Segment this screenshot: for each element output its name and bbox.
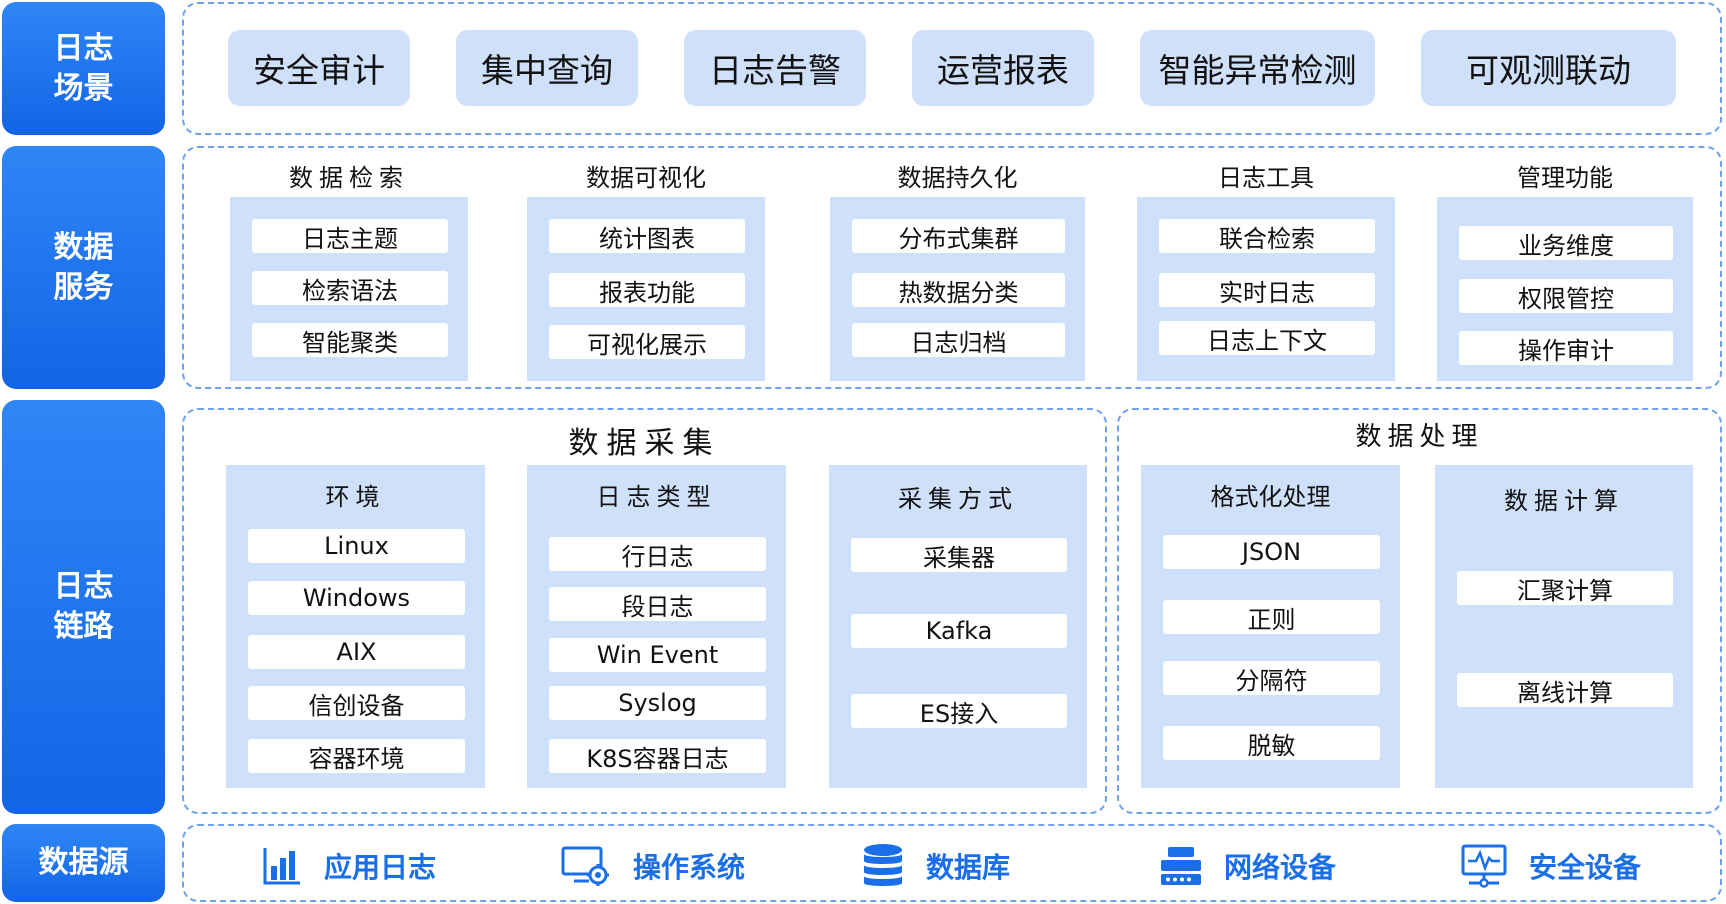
process-panel-format: 格式化处理 JSON 正则 分隔符 脱敏 bbox=[1141, 465, 1400, 788]
process-frame bbox=[1117, 408, 1722, 814]
service-item: 统计图表 bbox=[549, 219, 745, 253]
server-rack-icon bbox=[1161, 847, 1201, 885]
service-title-tools: 日志工具 bbox=[1218, 164, 1314, 192]
collect-item: K8S容器日志 bbox=[549, 739, 766, 773]
monitor-pulse-icon bbox=[1461, 844, 1507, 888]
process-item: 脱敏 bbox=[1163, 726, 1380, 760]
row-label-service: 数据服务 bbox=[2, 146, 165, 389]
service-item: 热数据分类 bbox=[852, 273, 1065, 307]
scene-anomaly-detect: 智能异常检测 bbox=[1140, 30, 1375, 106]
collect-item: Syslog bbox=[549, 686, 766, 720]
scene-security-audit: 安全审计 bbox=[228, 30, 410, 106]
source-app-log: 应用日志 bbox=[262, 836, 436, 896]
service-title-search: 数据检索 bbox=[289, 164, 409, 192]
service-panel-tools: 联合检索 实时日志 日志上下文 bbox=[1137, 197, 1395, 381]
source-security: 安全设备 bbox=[1461, 836, 1641, 896]
scene-log-alert: 日志告警 bbox=[684, 30, 866, 106]
process-group-title: 数据计算 bbox=[1504, 487, 1624, 515]
source-label: 操作系统 bbox=[633, 851, 746, 884]
database-icon bbox=[864, 844, 902, 886]
scene-frame bbox=[182, 2, 1722, 135]
service-item: 报表功能 bbox=[549, 273, 745, 307]
collect-group-title: 日志类型 bbox=[596, 483, 717, 511]
source-frame bbox=[182, 824, 1722, 902]
source-label: 数据库 bbox=[926, 851, 1011, 884]
scene-ops-report: 运营报表 bbox=[912, 30, 1094, 106]
service-item: 实时日志 bbox=[1159, 273, 1375, 307]
service-item: 业务维度 bbox=[1459, 226, 1673, 260]
process-item: 正则 bbox=[1163, 600, 1380, 634]
service-item: 日志上下文 bbox=[1159, 321, 1375, 355]
source-label: 应用日志 bbox=[324, 851, 437, 884]
collect-panel-type: 日志类型 行日志 段日志 Win Event Syslog K8S容器日志 bbox=[527, 465, 786, 788]
collect-panel-method: 采集方式 采集器 Kafka ES接入 bbox=[829, 465, 1087, 788]
process-item: 分隔符 bbox=[1163, 661, 1380, 695]
collect-panel-env: 环境 Linux Windows AIX 信创设备 容器环境 bbox=[226, 465, 485, 788]
service-title-manage: 管理功能 bbox=[1517, 164, 1613, 192]
collect-item: ES接入 bbox=[851, 694, 1067, 728]
service-item: 联合检索 bbox=[1159, 219, 1375, 253]
collect-group-title: 采集方式 bbox=[898, 485, 1018, 513]
collect-item: 容器环境 bbox=[248, 739, 465, 773]
service-panel-persist: 分布式集群 热数据分类 日志归档 bbox=[830, 197, 1085, 381]
source-network: 网络设备 bbox=[1160, 836, 1336, 896]
row-label-service-text: 数据服务 bbox=[53, 229, 114, 305]
row-label-scene: 日志场景 bbox=[2, 2, 165, 135]
source-label: 网络设备 bbox=[1224, 851, 1337, 884]
service-item: 日志归档 bbox=[852, 323, 1065, 357]
service-item: 分布式集群 bbox=[852, 219, 1065, 253]
process-item: 汇聚计算 bbox=[1457, 571, 1673, 605]
process-group-title: 格式化处理 bbox=[1210, 483, 1331, 511]
service-item: 智能聚类 bbox=[252, 323, 448, 357]
process-item: JSON bbox=[1163, 535, 1380, 569]
service-item: 操作审计 bbox=[1459, 331, 1673, 365]
scene-observability: 可观测联动 bbox=[1421, 30, 1676, 106]
service-panel-visual: 统计图表 报表功能 可视化展示 bbox=[527, 197, 765, 381]
collect-item: 信创设备 bbox=[248, 686, 465, 720]
collect-group-title: 环境 bbox=[325, 483, 386, 511]
collect-frame bbox=[182, 408, 1107, 814]
source-os: 操作系统 bbox=[561, 836, 745, 896]
process-panel-compute: 数据计算 汇聚计算 离线计算 bbox=[1435, 465, 1693, 788]
collect-item: Linux bbox=[248, 529, 465, 563]
collect-item: Kafka bbox=[851, 614, 1067, 648]
service-item: 权限管控 bbox=[1459, 279, 1673, 313]
service-item: 检索语法 bbox=[252, 271, 448, 305]
row-label-link-text: 日志链路 bbox=[53, 569, 114, 644]
collect-item: 采集器 bbox=[851, 538, 1067, 572]
scene-central-query: 集中查询 bbox=[456, 30, 638, 106]
row-label-link: 日志链路 bbox=[2, 400, 165, 814]
source-db: 数据库 bbox=[862, 836, 1010, 896]
collect-item: 段日志 bbox=[549, 587, 766, 621]
collect-item: 行日志 bbox=[549, 537, 766, 571]
collect-item: AIX bbox=[248, 635, 465, 669]
process-title: 数据处理 bbox=[1355, 422, 1484, 452]
source-label: 安全设备 bbox=[1529, 851, 1642, 884]
service-title-persist: 数据持久化 bbox=[897, 164, 1018, 192]
service-panel-manage: 业务维度 权限管控 操作审计 bbox=[1437, 197, 1693, 381]
monitor-gear-icon bbox=[561, 846, 609, 886]
row-label-scene-text: 日志场景 bbox=[53, 30, 114, 106]
row-label-source-text: 数据源 bbox=[38, 845, 129, 880]
service-title-visual: 数据可视化 bbox=[586, 164, 706, 192]
collect-item: Win Event bbox=[549, 638, 766, 672]
collect-item: Windows bbox=[248, 581, 465, 615]
bar-chart-icon bbox=[263, 848, 300, 885]
service-panel-search: 日志主题 检索语法 智能聚类 bbox=[230, 197, 468, 381]
collect-title: 数据采集 bbox=[568, 426, 721, 461]
service-item: 日志主题 bbox=[252, 219, 448, 253]
service-item: 可视化展示 bbox=[549, 325, 745, 359]
row-label-source: 数据源 bbox=[2, 824, 165, 902]
service-frame bbox=[182, 146, 1722, 389]
process-item: 离线计算 bbox=[1457, 673, 1673, 707]
